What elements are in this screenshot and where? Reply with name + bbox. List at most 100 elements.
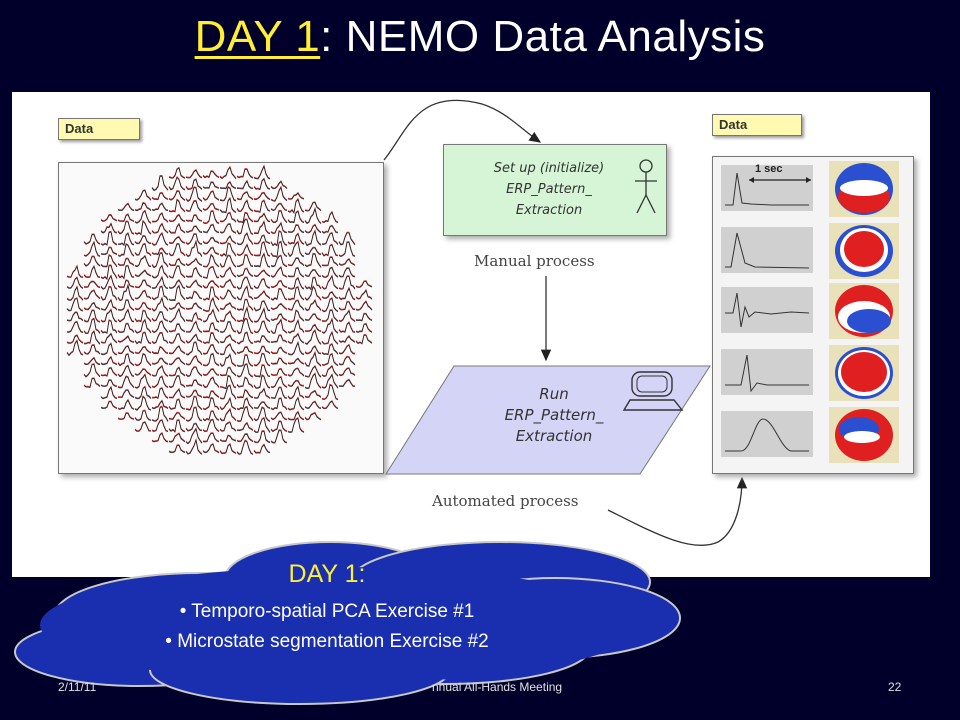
eeg-trace	[219, 186, 237, 202]
eeg-trace	[236, 346, 254, 354]
eeg-trace	[338, 335, 356, 343]
eeg-trace	[117, 202, 135, 211]
eeg-trace	[66, 335, 84, 344]
eeg-trace	[168, 420, 186, 433]
eeg-trace	[185, 199, 203, 212]
eeg-trace	[219, 435, 237, 442]
eeg-trace	[253, 165, 271, 180]
eeg-trace	[168, 366, 186, 376]
eeg-trace	[202, 280, 220, 289]
eeg-trace	[270, 430, 288, 444]
eeg-trace	[202, 376, 220, 388]
eeg-trace	[185, 257, 203, 266]
eeg-trace	[83, 281, 101, 289]
footer-page-number: 22	[888, 680, 902, 694]
eeg-trace	[270, 334, 288, 343]
computer-icon	[622, 371, 684, 411]
eeg-trace	[66, 311, 84, 321]
eeg-trace	[83, 310, 101, 323]
eeg-trace	[100, 247, 118, 255]
eeg-trace	[117, 376, 135, 389]
eeg-trace	[100, 401, 118, 410]
eeg-trace	[202, 419, 220, 433]
eeg-trace	[304, 299, 322, 312]
eeg-trace	[151, 232, 169, 246]
eeg-trace	[338, 275, 356, 289]
eeg-trace	[202, 308, 220, 323]
eeg-trace	[83, 357, 101, 366]
eeg-trace	[253, 416, 271, 433]
eeg-trace	[219, 180, 237, 189]
eeg-trace	[270, 186, 288, 202]
result-row-3	[721, 283, 909, 339]
eeg-trace	[287, 285, 305, 300]
eeg-trace	[202, 254, 220, 268]
eeg-trace	[287, 396, 305, 410]
eeg-trace	[270, 313, 288, 322]
eeg-trace	[168, 387, 186, 398]
eeg-trace	[287, 210, 305, 224]
eeg-trace	[134, 280, 152, 289]
eeg-trace	[202, 190, 220, 200]
eeg-trace	[270, 241, 288, 258]
eeg-trace	[185, 187, 203, 203]
topo-map-2	[829, 223, 899, 279]
eeg-trace	[321, 256, 339, 266]
eeg-trace	[83, 363, 101, 377]
eeg-trace	[151, 252, 169, 268]
eeg-trace	[134, 289, 152, 299]
eeg-trace	[168, 167, 186, 179]
eeg-trace	[151, 248, 169, 256]
eeg-trace	[270, 255, 288, 268]
eeg-trace	[287, 357, 305, 364]
eeg-trace	[304, 277, 322, 291]
eeg-trace	[236, 389, 254, 399]
time-scale-arrow	[749, 177, 811, 183]
eeg-trace	[236, 440, 254, 455]
eeg-trace	[321, 343, 339, 355]
eeg-trace	[253, 241, 271, 257]
eeg-trace	[151, 320, 169, 334]
eeg-trace	[304, 389, 322, 398]
eeg-trace	[321, 232, 339, 245]
eeg-trace	[168, 285, 186, 302]
eeg-trace	[338, 368, 356, 377]
eeg-trace	[117, 344, 135, 354]
eeg-trace	[253, 220, 271, 235]
eeg-trace	[270, 202, 288, 211]
eeg-trace	[151, 222, 169, 233]
eeg-trace	[185, 302, 203, 309]
eeg-trace	[304, 276, 322, 290]
eeg-trace	[304, 285, 322, 301]
eeg-trace	[151, 310, 169, 321]
eeg-trace	[304, 224, 322, 234]
eeg-trace	[236, 354, 254, 367]
eeg-trace	[83, 256, 101, 267]
eeg-trace	[66, 276, 84, 289]
eeg-trace	[151, 375, 169, 388]
eeg-trace	[253, 307, 271, 323]
eeg-trace	[117, 284, 135, 302]
eeg-trace	[338, 258, 356, 266]
eeg-trace	[219, 353, 237, 367]
eeg-trace	[117, 335, 135, 343]
eeg-trace	[117, 390, 135, 399]
eeg-trace	[168, 176, 186, 191]
eeg-trace	[236, 397, 254, 411]
eeg-trace	[219, 255, 237, 268]
manual-process-label: Manual process	[474, 252, 595, 270]
eeg-trace	[66, 277, 84, 289]
eeg-trace	[321, 225, 339, 234]
eeg-trace	[219, 181, 237, 190]
eeg-trace	[321, 343, 339, 356]
eeg-trace	[236, 299, 254, 311]
eeg-trace	[321, 231, 339, 245]
eeg-trace	[287, 224, 305, 234]
eeg-trace	[117, 265, 135, 280]
eeg-trace	[185, 267, 203, 278]
eeg-trace	[236, 332, 254, 345]
person-icon	[635, 159, 657, 214]
eeg-trace	[219, 443, 237, 455]
eeg-trace	[151, 192, 169, 201]
cloud-callout: DAY 1: • Temporo-spatial PCA Exercise #1…	[62, 560, 592, 657]
